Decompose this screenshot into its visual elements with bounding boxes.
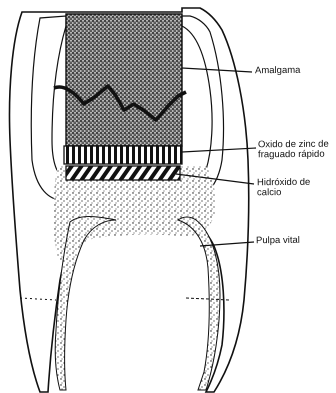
label-hidroxido-line2: calcio — [257, 188, 310, 198]
label-hidroxido-calcio: Hidróxido de calcio — [257, 178, 311, 198]
amalgama-filling — [66, 14, 182, 146]
hidroxido-calcio-layer — [66, 166, 180, 180]
label-amalgama-text: Amalgama — [255, 65, 301, 76]
oxido-zinc-layer — [64, 146, 182, 164]
label-oxido-zinc: Oxido de zinc de fraguado rápido — [258, 140, 329, 161]
label-pulpa-text: Pulpa vital — [256, 235, 300, 246]
label-oxido-line2: fraguado rápido — [258, 150, 329, 161]
label-pulpa-vital: Pulpa vital — [256, 236, 300, 246]
label-amalgama: Amalgama — [255, 66, 301, 76]
